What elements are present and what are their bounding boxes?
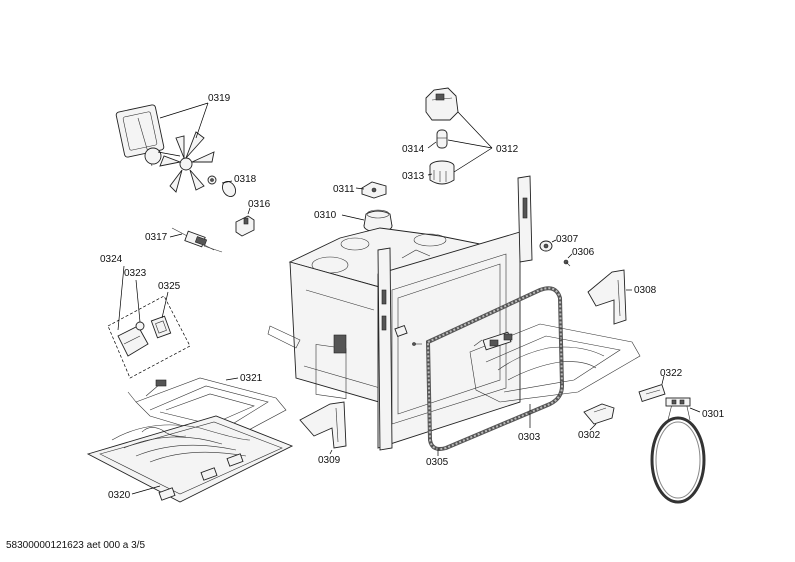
lamp-bulb-0314 xyxy=(436,129,448,149)
screw-0306 xyxy=(563,259,571,267)
label-0308: 0308 xyxy=(634,285,657,296)
lamp-glass-0310 xyxy=(363,209,393,233)
label-0301: 0301 xyxy=(702,409,725,420)
label-0318: 0318 xyxy=(234,174,257,185)
bottom-tray-0320 xyxy=(86,415,294,503)
label-0317: 0317 xyxy=(145,232,168,243)
lamp-socket-0313 xyxy=(429,160,455,185)
label-0322: 0322 xyxy=(660,368,683,379)
label-0303: 0303 xyxy=(518,432,541,443)
label-0325: 0325 xyxy=(158,281,181,292)
label-0321: 0321 xyxy=(240,373,263,384)
label-0311: 0311 xyxy=(333,184,355,195)
label-0309: 0309 xyxy=(318,455,341,466)
label-0307: 0307 xyxy=(556,234,579,245)
label-0310: 0310 xyxy=(314,210,337,221)
label-0306: 0306 xyxy=(572,247,595,258)
switch-group xyxy=(107,295,191,379)
label-0302: 0302 xyxy=(578,430,601,441)
label-0312: 0312 xyxy=(496,144,519,155)
door-gasket-0305 xyxy=(425,286,565,451)
lamp-cover-0312 xyxy=(425,87,459,121)
grill-element-0303 xyxy=(469,323,641,403)
plate-0322 xyxy=(638,383,666,403)
label-0324: 0324 xyxy=(100,254,123,265)
bracket-0308 xyxy=(587,269,627,325)
clip-0311 xyxy=(361,181,387,199)
document-code: 58300000121623 aet 000 a 3/5 xyxy=(6,540,146,551)
bracket-0316 xyxy=(235,215,255,237)
label-0320: 0320 xyxy=(108,490,131,501)
label-0316: 0316 xyxy=(248,199,271,210)
sensor-0317 xyxy=(171,227,223,253)
label-0314: 0314 xyxy=(402,144,425,155)
label-0319: 0319 xyxy=(208,93,231,104)
bracket-0309 xyxy=(299,401,347,449)
knob-0307 xyxy=(539,240,553,252)
label-0313: 0313 xyxy=(402,171,425,182)
clip-0302 xyxy=(583,403,615,425)
ring-element-0301 xyxy=(650,397,706,504)
fan-wheel xyxy=(159,131,215,193)
screw-parts xyxy=(394,324,422,346)
label-0323: 0323 xyxy=(124,268,147,279)
label-0305: 0305 xyxy=(426,457,449,468)
fan-motor-assembly xyxy=(115,104,215,193)
